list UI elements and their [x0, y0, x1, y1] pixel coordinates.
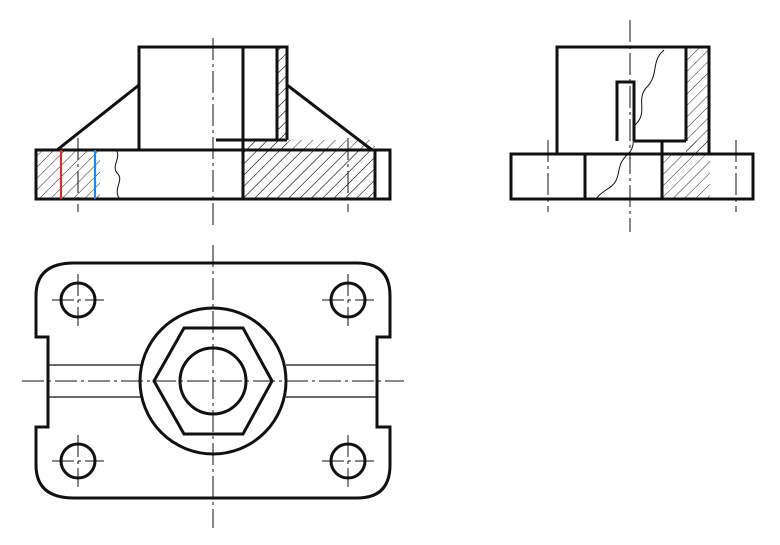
front-break-line [114, 149, 121, 200]
side-slot [615, 80, 636, 141]
side-view [509, 20, 755, 232]
side-base [509, 152, 755, 201]
top-plate-outline [34, 261, 392, 500]
top-view [22, 245, 404, 528]
side-break-line [595, 49, 665, 200]
front-boss-wall-hatch [277, 47, 287, 150]
side-lower-hatch-clear [662, 141, 686, 154]
side-upper-hatch [686, 47, 709, 154]
front-view [34, 38, 392, 225]
front-rib-right [286, 83, 373, 152]
front-rib-left [56, 83, 140, 152]
side-upper-body [555, 45, 711, 154]
